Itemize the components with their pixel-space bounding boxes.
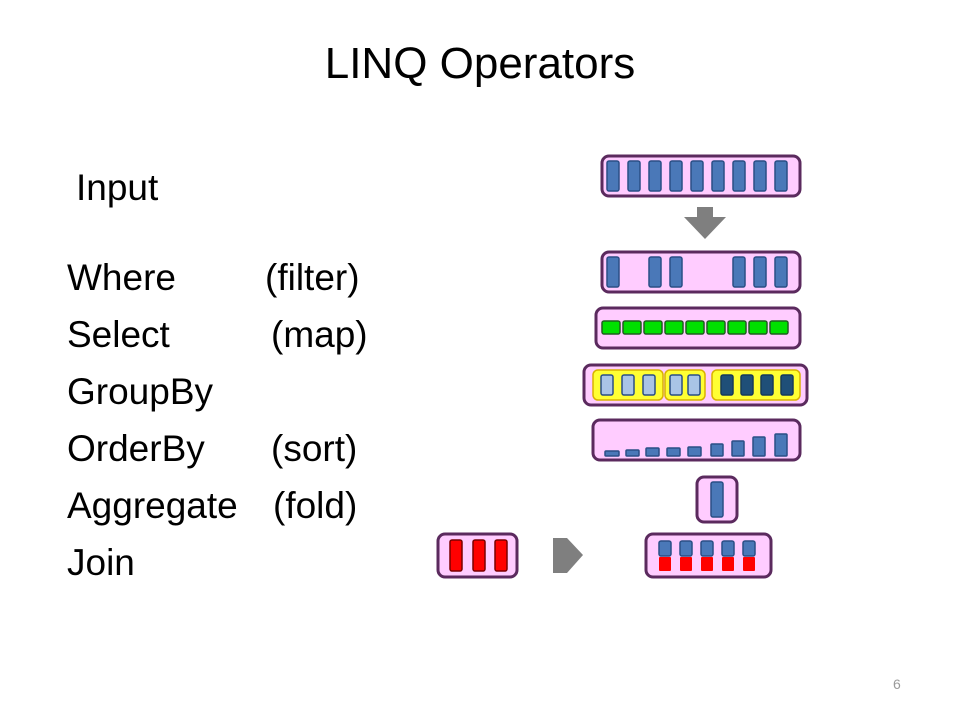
- element: [711, 160, 725, 192]
- red-element: [449, 539, 463, 572]
- red-element: [472, 539, 486, 572]
- mapped-element: [622, 320, 642, 335]
- where-collection: [600, 250, 802, 294]
- element: [669, 374, 683, 396]
- mapped-element: [706, 320, 726, 335]
- down-arrow-icon: [684, 207, 726, 239]
- operator-name: GroupBy: [67, 371, 214, 412]
- group: [711, 369, 801, 401]
- element: [760, 374, 774, 396]
- operator-select: Select (map): [67, 313, 407, 370]
- operator-name: Aggregate: [67, 485, 238, 526]
- groupby-collection: [582, 363, 809, 407]
- operator-join: Join: [67, 541, 407, 598]
- operator-name: Join: [67, 542, 135, 583]
- join-pair: [700, 540, 714, 571]
- element: [666, 447, 681, 457]
- element: [687, 374, 701, 396]
- join-result-collection: [644, 532, 773, 579]
- operator-aggregate: Aggregate (fold): [67, 484, 407, 541]
- element: [720, 374, 734, 396]
- operator-name: OrderBy: [67, 428, 205, 469]
- mapped-element: [685, 320, 705, 335]
- element: [710, 481, 724, 518]
- element: [645, 447, 660, 457]
- element: [621, 374, 635, 396]
- right-arrow-icon: [553, 538, 583, 573]
- element: [774, 433, 788, 457]
- join-input-collection: [436, 532, 519, 579]
- operator-orderby: OrderBy (sort): [67, 427, 407, 484]
- mapped-element: [643, 320, 663, 335]
- element: [753, 160, 767, 192]
- operator-description: (sort): [271, 428, 358, 469]
- operator-description: (filter): [265, 257, 360, 298]
- element: [690, 160, 704, 192]
- element: [604, 450, 620, 457]
- element: [600, 374, 614, 396]
- operator-name: Select: [67, 314, 170, 355]
- element: [669, 160, 683, 192]
- operator-groupby: GroupBy: [67, 370, 407, 427]
- element: [752, 436, 766, 457]
- element: [625, 449, 640, 457]
- operator-where: Where (filter): [67, 256, 407, 313]
- join-pair: [721, 540, 735, 571]
- element: [774, 160, 788, 192]
- element: [732, 160, 746, 192]
- element: [710, 443, 724, 457]
- mapped-element: [748, 320, 768, 335]
- operator-description: (fold): [273, 485, 358, 526]
- mapped-element: [727, 320, 747, 335]
- element: [731, 440, 745, 457]
- element: [774, 256, 788, 288]
- mapped-element: [601, 320, 621, 335]
- element: [648, 256, 662, 288]
- operator-list: Where (filter) Select (map) GroupBy Orde…: [67, 256, 407, 598]
- element: [732, 256, 746, 288]
- element: [780, 374, 794, 396]
- page-number: 6: [893, 676, 901, 692]
- element: [740, 374, 754, 396]
- join-pair: [679, 540, 693, 571]
- element: [642, 374, 656, 396]
- mapped-element: [769, 320, 789, 335]
- mapped-element: [664, 320, 684, 335]
- input-collection: [600, 154, 802, 198]
- join-pair: [742, 540, 756, 571]
- element: [648, 160, 662, 192]
- element: [753, 256, 767, 288]
- element: [687, 446, 702, 457]
- element: [669, 256, 683, 288]
- slide-title: LINQ Operators: [324, 39, 636, 88]
- operator-description: (map): [271, 314, 368, 355]
- orderby-collection: [591, 418, 802, 462]
- input-label: Input: [76, 167, 159, 208]
- operator-name: Where: [67, 257, 176, 298]
- aggregate-result: [695, 475, 739, 524]
- element: [627, 160, 641, 192]
- select-collection: [594, 306, 802, 350]
- join-pair: [658, 540, 672, 571]
- element: [606, 160, 620, 192]
- red-element: [494, 539, 508, 572]
- element: [606, 256, 620, 288]
